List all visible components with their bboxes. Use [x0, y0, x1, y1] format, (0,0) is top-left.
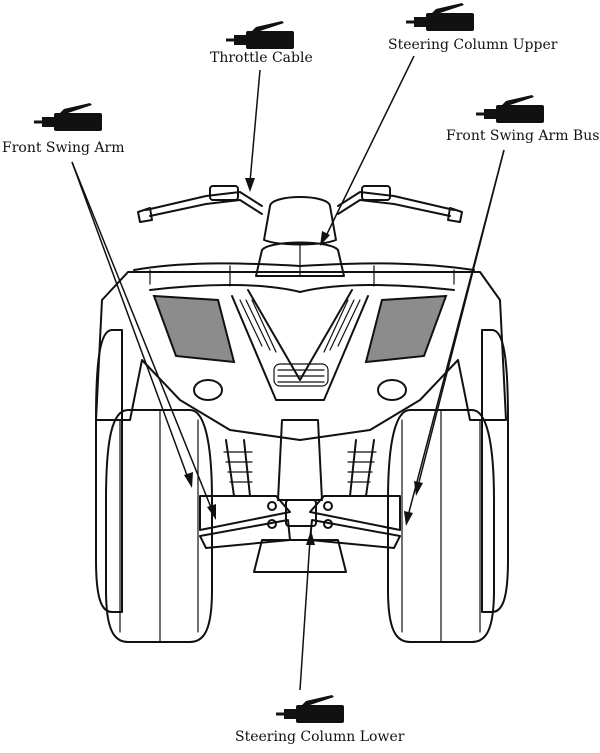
grease-gun-icon	[476, 95, 544, 123]
leader-lines	[71, 55, 505, 691]
front-swing-arm-bush-label: Front Swing Arm Bush	[446, 128, 600, 144]
suspension	[199, 419, 401, 573]
handlebar	[137, 185, 463, 277]
grease-gun-icon	[34, 103, 102, 131]
front-body	[95, 262, 507, 441]
steering-column-upper-label: Steering Column Upper	[388, 37, 558, 53]
steering-column-lower-label: Steering Column Lower	[235, 729, 405, 745]
front-right-wheel	[387, 409, 495, 643]
left-headlight	[152, 294, 236, 364]
grease-gun-icon	[226, 21, 294, 49]
front-swing-arm-label: Front Swing Arm	[2, 140, 125, 156]
right-headlight	[364, 294, 448, 364]
atv-illustration	[95, 185, 509, 643]
grease-gun-icon	[406, 3, 474, 31]
grease-gun-icon	[276, 695, 344, 723]
throttle-cable-label: Throttle Cable	[210, 50, 313, 66]
front-left-wheel	[105, 409, 213, 643]
